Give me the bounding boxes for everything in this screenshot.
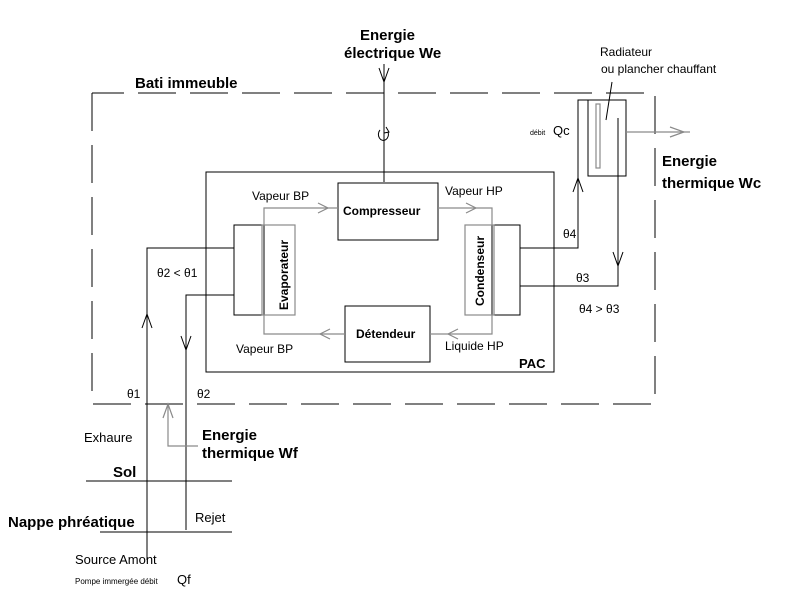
- energie-thermique-wc-label-1: Energie: [662, 153, 717, 170]
- liquide-hp-label: Liquide HP: [445, 339, 504, 353]
- nappe-label: Nappe phréatique: [8, 514, 135, 531]
- pompe-qf-label: Qf: [177, 572, 191, 587]
- pac-box: [205, 171, 555, 373]
- debit-qc-prefix: débit: [530, 130, 545, 137]
- vapeur-hp-label: Vapeur HP: [445, 184, 503, 198]
- radiateur-label-2: ou plancher chauffant: [601, 62, 717, 76]
- radiateur-label-1: Radiateur: [600, 45, 652, 59]
- energie-thermique-wf-label-2: thermique Wf: [202, 445, 299, 462]
- refrigerant-circuit: [263, 202, 493, 340]
- evaporateur-box: [233, 224, 265, 316]
- rejet-label: Rejet: [195, 510, 226, 525]
- bati-label: Bati immeuble: [135, 75, 238, 92]
- energie-electrique-label-2: électrique We: [344, 45, 441, 62]
- heating-loop: [520, 81, 690, 287]
- groundwater-loop: [141, 247, 234, 560]
- energie-electrique-label-1: Energie: [360, 27, 415, 44]
- energie-thermique-wc-label-2: thermique Wc: [662, 175, 761, 192]
- theta3-label: θ3: [576, 271, 590, 285]
- theta-compare-right: θ4 > θ3: [579, 302, 620, 316]
- rotation-icon: [377, 126, 390, 141]
- compresseur-label: Compresseur: [343, 204, 421, 218]
- condenseur-box: [491, 224, 521, 316]
- compresseur-box: [337, 182, 439, 241]
- building-boundary: [91, 92, 656, 405]
- vapeur-bp-top-label: Vapeur BP: [252, 189, 309, 203]
- pac-label: PAC: [519, 356, 546, 371]
- evaporateur-inner: [261, 224, 296, 316]
- detendeur-label: Détendeur: [356, 327, 416, 341]
- condenseur-inner: [464, 224, 495, 316]
- theta1-label: θ1: [127, 387, 141, 401]
- sol-label: Sol: [113, 464, 136, 481]
- energie-thermique-wf-label-1: Energie: [202, 427, 257, 444]
- pompe-prefix-label: Pompe immergée débit: [75, 577, 158, 586]
- condenseur-label: Condenseur: [473, 236, 487, 306]
- theta2-label: θ2: [197, 387, 211, 401]
- theta-compare-left: θ2 < θ1: [157, 266, 198, 280]
- theta4-label: θ4: [563, 227, 577, 241]
- vapeur-bp-bottom-label: Vapeur BP: [236, 342, 293, 356]
- evaporateur-label: Evaporateur: [277, 240, 291, 310]
- electric-input-line: [377, 64, 390, 182]
- source-amont-label: Source Amont: [75, 552, 157, 567]
- debit-qc-label: Qc: [553, 123, 570, 138]
- radiateur-inner: [595, 103, 601, 169]
- exhaure-label: Exhaure: [84, 430, 132, 445]
- radiateur-box: [587, 99, 627, 177]
